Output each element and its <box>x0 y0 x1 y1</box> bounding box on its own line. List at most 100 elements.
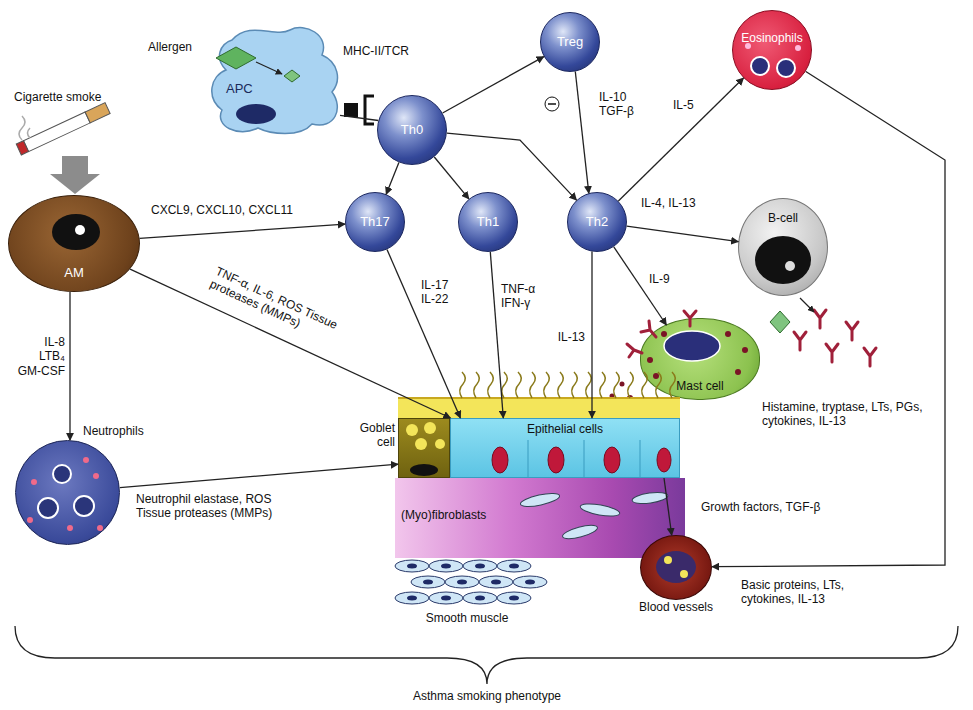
cilia <box>558 372 564 398</box>
goblet-content <box>424 422 436 434</box>
neutrophil-nuclei <box>27 457 103 531</box>
node-label: AM <box>9 265 139 281</box>
goblet-content <box>406 422 445 476</box>
node-label: Eosinophils <box>733 31 811 45</box>
node-label: Th1 <box>477 214 499 230</box>
inhibition-symbol <box>545 97 559 111</box>
epithelial-borders <box>528 440 529 478</box>
smooth-muscle-cells <box>491 580 501 585</box>
cilia <box>628 372 634 398</box>
antibody <box>846 322 858 340</box>
connector-arrow <box>627 226 739 242</box>
cilia <box>516 372 522 398</box>
antibody <box>814 310 826 328</box>
epithelial-nuclei <box>657 448 671 472</box>
goblet-content <box>406 424 418 436</box>
mast-cell-body <box>653 373 659 379</box>
node-label: Smooth muscle <box>392 611 542 625</box>
node-label: (Myo)fibroblasts <box>401 508 486 522</box>
smooth-muscle-cells <box>423 580 433 585</box>
connector-arrow <box>434 157 469 199</box>
fibroblasts <box>561 523 598 542</box>
smooth-muscle-cells <box>395 592 429 604</box>
allergen-diamond <box>770 311 790 333</box>
smooth-muscle-cells <box>509 564 519 569</box>
mast-cell-body <box>664 331 720 361</box>
neutrophil-nuclei <box>93 473 99 479</box>
am-nucleus <box>75 225 85 235</box>
edge-label: IL-10 TGF-β <box>598 90 646 119</box>
fibroblasts <box>631 491 668 506</box>
edge-label: TNF-α IFN-γ <box>500 282 550 311</box>
eosinophil-nuclei <box>777 59 795 77</box>
neutrophil-nuclei <box>67 525 73 531</box>
edge-label: IL-8 LTB₄ GM-CSF <box>14 335 66 378</box>
edge-label: TNF-α, IL-6, ROS Tissue proteases (MMPs) <box>206 263 347 348</box>
antibody <box>864 348 876 366</box>
bcell-nucleus <box>755 236 811 284</box>
neutrophil-nuclei <box>27 517 33 523</box>
antibody <box>826 344 838 362</box>
apc-cell: APC <box>212 25 340 135</box>
neutrophil-nuclei <box>97 525 103 531</box>
secretion-arrow <box>800 298 814 312</box>
inhibition-symbol <box>548 103 556 105</box>
smooth-muscle-cells <box>429 560 463 572</box>
neutrophil-nuclei <box>53 465 71 483</box>
mast-cell-body <box>725 331 731 337</box>
epithelial-borders <box>640 440 641 478</box>
annotation-label: Histamine, tryptase, LTs, PGs, cytokines… <box>762 400 934 429</box>
apc-cell <box>212 28 338 134</box>
node-label: Th2 <box>586 214 608 230</box>
cilia <box>544 372 550 398</box>
goblet-content <box>435 439 445 449</box>
mast-cell-body <box>620 382 625 387</box>
smooth-muscle-cells <box>497 560 531 572</box>
goblet-content <box>415 438 427 450</box>
goblet-content <box>410 464 438 476</box>
edge-label: Growth factors, TGF-β <box>700 500 821 514</box>
connector-arrow <box>490 252 503 418</box>
cigarette <box>16 103 110 155</box>
mucus-layer <box>398 397 680 399</box>
inhibition-symbol <box>545 97 559 111</box>
epithelial-nuclei <box>604 447 620 473</box>
vessel-lumen <box>664 556 672 564</box>
smooth-muscle-cells <box>441 596 451 601</box>
cigarette <box>85 103 110 123</box>
neutrophil-nuclei <box>83 457 89 463</box>
uptake-arrow <box>256 62 282 74</box>
fibroblasts <box>579 502 620 519</box>
am-nucleus <box>52 214 100 250</box>
node-label: Epithelial cells <box>451 422 679 436</box>
node-label: Treg <box>557 34 583 50</box>
epithelial-borders <box>528 440 640 478</box>
cilia <box>670 372 676 398</box>
neutrophil-nuclei <box>38 498 58 518</box>
t-cell: Th17 <box>345 192 405 252</box>
smooth-muscle-cells <box>411 576 445 588</box>
smoke <box>19 116 30 140</box>
smooth-muscle-cells <box>525 580 535 585</box>
smooth-muscle-cells <box>475 564 485 569</box>
phenotype-brace <box>15 626 958 684</box>
cilia <box>572 372 578 398</box>
bcell-nucleus <box>755 236 811 284</box>
t-cell: Th0 <box>377 95 447 165</box>
smooth-muscle-cells <box>395 560 429 572</box>
mast-cell-body <box>641 321 656 337</box>
t-cell: Treg <box>540 12 600 72</box>
mast-cell-body <box>684 311 696 326</box>
epithelial-nuclei <box>548 447 564 473</box>
smooth-muscle-cells <box>457 580 467 585</box>
connector-arrow <box>575 72 589 194</box>
cilia <box>530 372 536 398</box>
neutrophil-nuclei <box>31 479 37 485</box>
edge-label: CXCL9, CXCL10, CXCL11 <box>150 203 294 217</box>
eosinophil-nuclei <box>751 57 769 75</box>
antibody <box>794 332 806 350</box>
cilia <box>460 372 676 398</box>
eosinophil-nuclei <box>745 43 751 49</box>
mast-cell-body <box>647 357 653 363</box>
